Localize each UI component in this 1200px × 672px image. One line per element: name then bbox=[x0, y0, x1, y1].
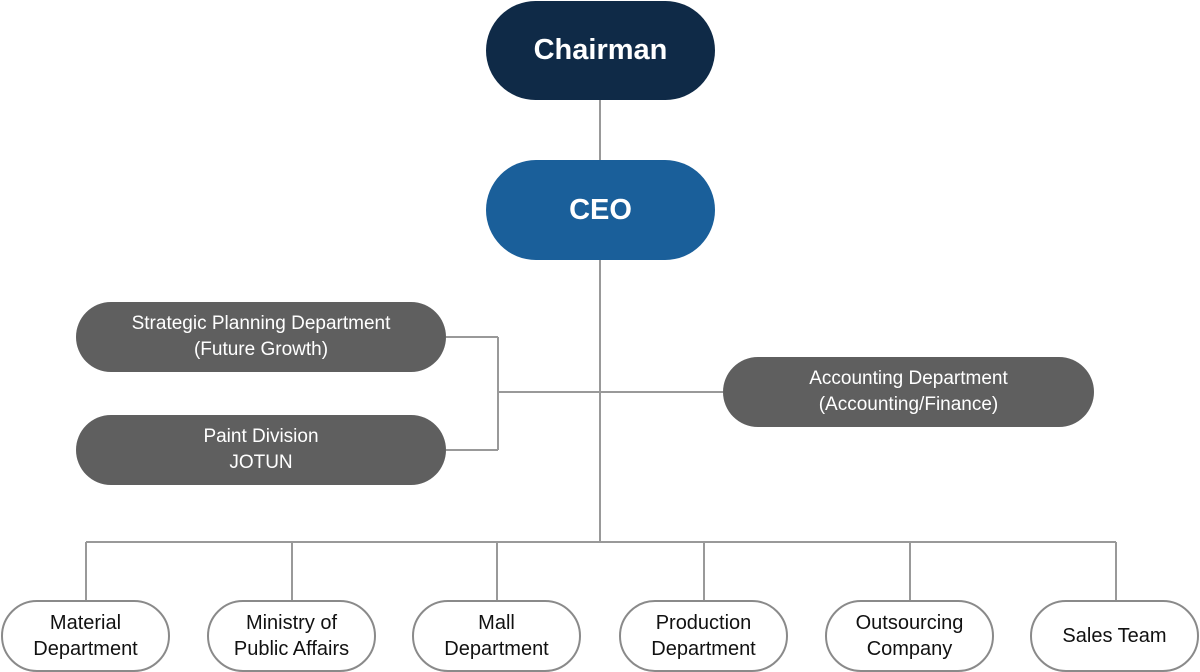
material-department-line-1: Material bbox=[49, 612, 122, 634]
accounting-node: Accounting Department (Accounting/Financ… bbox=[723, 357, 1094, 427]
sales-team-label: Sales Team bbox=[1062, 625, 1167, 647]
ceo-node: CEO bbox=[486, 160, 715, 260]
paint-division-node: Paint Division JOTUN bbox=[76, 415, 446, 485]
paint-division-line-1: Paint Division bbox=[203, 426, 319, 447]
public-affairs-node: Ministry of Public Affairs bbox=[207, 600, 376, 672]
material-department-line-2: Department bbox=[33, 638, 138, 660]
public-affairs-line-2: Public Affairs bbox=[233, 638, 350, 660]
accounting-line-2: (Accounting/Finance) bbox=[818, 394, 999, 415]
strategic-planning-line-1: Strategic Planning Department bbox=[131, 313, 391, 334]
ceo-label: CEO bbox=[569, 193, 632, 226]
accounting-line-1: Accounting Department bbox=[809, 368, 1008, 389]
production-department-line-2: Department bbox=[651, 638, 756, 660]
strategic-planning-line-2: (Future Growth) bbox=[193, 339, 329, 360]
paint-division-line-2: JOTUN bbox=[229, 452, 293, 473]
mall-department-node: Mall Department bbox=[412, 600, 581, 672]
chairman-node: Chairman bbox=[486, 1, 715, 100]
chairman-label: Chairman bbox=[533, 34, 668, 66]
strategic-planning-node: Strategic Planning Department (Future Gr… bbox=[76, 302, 446, 372]
outsourcing-company-node: Outsourcing Company bbox=[825, 600, 994, 672]
sales-team-node: Sales Team bbox=[1030, 600, 1199, 672]
outsourcing-company-line-1: Outsourcing bbox=[855, 612, 964, 634]
production-department-node: Production Department bbox=[619, 600, 788, 672]
outsourcing-company-line-2: Company bbox=[866, 638, 953, 660]
public-affairs-line-1: Ministry of bbox=[245, 612, 338, 634]
production-department-line-1: Production bbox=[655, 612, 752, 634]
mall-department-line-1: Mall bbox=[478, 612, 515, 634]
material-department-node: Material Department bbox=[1, 600, 170, 672]
mall-department-line-2: Department bbox=[444, 638, 549, 660]
